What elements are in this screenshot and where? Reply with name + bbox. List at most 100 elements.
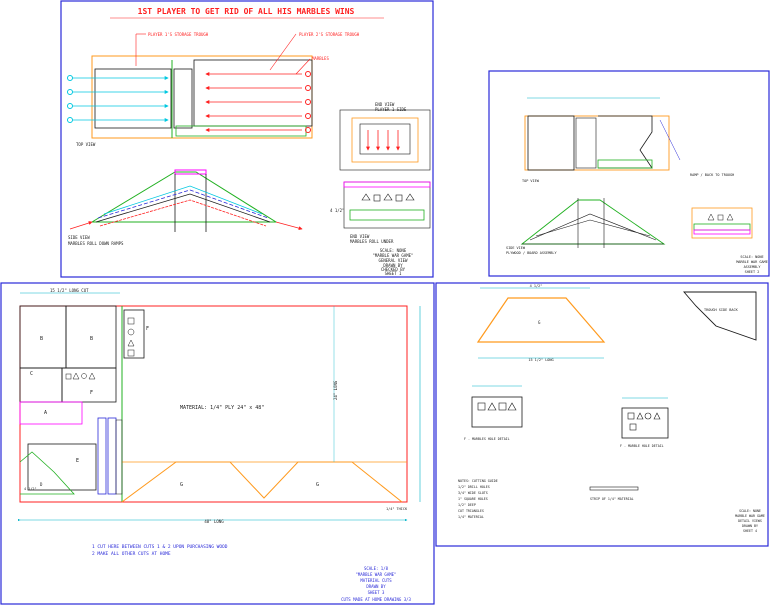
hd-r-tri-2 — [653, 412, 661, 420]
ramp-black — [95, 193, 271, 223]
label-part-g2: G — [316, 482, 319, 488]
label-part-b2: B — [90, 336, 93, 342]
s2-tri-2 — [726, 213, 734, 221]
label-end-view-b: END VIEW — [350, 234, 370, 239]
f-tri-2 — [88, 372, 96, 380]
hd-l-sq-1 — [477, 402, 486, 411]
sheet-4: 4 1/2" G 15 1/2" LONG TROUGH SIDE BACK F… — [435, 282, 769, 547]
s4-note-right: TROUGH SIDE BACK — [704, 308, 739, 312]
s2-end-cap — [693, 229, 751, 235]
tb3-line5: SHEET 3 — [368, 590, 385, 595]
s2-divider — [575, 117, 597, 169]
strip-3 — [115, 419, 123, 495]
s2-rail — [597, 159, 653, 169]
arrow-side-right — [275, 221, 303, 231]
end-view-top: END VIEW PLAYER 1 SIDE — [339, 102, 431, 171]
marble-p2-4 — [305, 113, 311, 119]
side-view-outline — [90, 171, 278, 223]
trough-side-part — [683, 291, 757, 341]
hd-r-sq — [627, 412, 635, 420]
s3-dim-right: 24" LONG — [333, 380, 338, 400]
s2-sq-1 — [717, 214, 724, 221]
tb1-line4: DRAWN BY — [383, 263, 403, 268]
marble-p2-1 — [305, 71, 311, 77]
s4-note-0: NOTES: CUTTING GUIDE — [458, 479, 498, 483]
s2-callout — [659, 119, 681, 161]
tb3-line1: SCALE: 1/8 — [364, 566, 389, 571]
callout-right: PLAYER 2'S STORAGE TROUGH — [299, 32, 360, 37]
end-sq-2 — [395, 194, 403, 202]
tb1-line1: SCALE: NONE — [380, 248, 407, 253]
s2-label-top: TOP VIEW — [522, 179, 540, 183]
end-tri-3 — [405, 193, 415, 201]
label-part-b1: B — [40, 336, 43, 342]
marble-p2-3 — [305, 99, 311, 105]
tb1-line6: SHEET 1 — [385, 271, 402, 276]
callout-left: PLAYER 1'S STORAGE TROUGH — [148, 32, 209, 37]
s4-note-6: 1/4" MATERIAL — [458, 515, 484, 519]
hd-l-sq-2 — [498, 402, 507, 411]
s3-dim-right-small: 1/4" THICK — [386, 507, 408, 511]
marble-p1-1 — [67, 75, 73, 81]
s3-dim-top: 15 1/2" LONG CUT — [50, 288, 89, 293]
tb2-line4: SHEET 2 — [745, 270, 760, 274]
hole-detail-left — [471, 396, 523, 428]
material-note: MATERIAL: 1/4" PLY 24" x 48" — [180, 405, 264, 411]
sheet-1-title-block: SCALE: NONE "MARBLE WAR GAME" GENERAL VI… — [373, 248, 414, 276]
end-view-box — [351, 117, 419, 163]
ramp-cuts — [121, 461, 403, 503]
s2-end-box — [691, 207, 753, 239]
divider-left — [173, 68, 193, 129]
caption-hole-left: F - MARBLES HOLE DETAIL — [464, 437, 510, 441]
f-tri-1 — [72, 372, 80, 380]
tb1-line5: CHECKED BY — [381, 267, 406, 272]
trough-left — [94, 68, 172, 129]
s2-note-right: RAMP / BACK TO TROUGH — [690, 173, 734, 177]
side-view: SIDE VIEW MARBLES ROLL DOWN RAMPS — [68, 169, 303, 246]
label-top-view: TOP VIEW — [76, 142, 96, 147]
s4-dim-bottom: 15 1/2" LONG — [528, 358, 553, 362]
end-sq-1 — [373, 194, 381, 202]
hole-circle-1 — [127, 328, 135, 336]
label-part-g1: G — [180, 482, 183, 488]
arrow-side-left — [69, 221, 93, 230]
tb2-line3: ASSEMBLY — [744, 265, 762, 269]
s2-label-side2: PLYWOOD / BOARD ASSEMBLY — [506, 251, 557, 255]
s3-dim-bottom: 48" LONG — [204, 519, 224, 524]
s3-cut-note: CUTS MADE AT HOME DRAWING 3/3 — [341, 597, 411, 602]
hd-r-tri-1 — [636, 412, 644, 420]
tb1-line2: "MARBLE WAR GAME" — [373, 253, 414, 258]
label-end-view-2: PLAYER 1 SIDE — [375, 107, 407, 112]
sheet-3-border — [0, 282, 435, 605]
s4-note-2: 3/4" WIDE SLOTS — [458, 491, 488, 495]
hd-r-circle — [644, 412, 652, 420]
callout-marbles: MARBLES — [312, 56, 329, 61]
end-view-b-cap — [343, 181, 431, 188]
top-view: PLAYER 1'S STORAGE TROUGH PLAYER 2'S STO… — [67, 32, 360, 147]
marble-p1-3 — [67, 103, 73, 109]
end-view-b-rail — [349, 209, 425, 221]
label-part-c: C — [30, 371, 33, 377]
hd-l-tri-1 — [487, 402, 497, 411]
label-side-view-2: MARBLES ROLL DOWN RAMPS — [68, 241, 124, 246]
caption-hole-right: F - MARBLE HOLE DETAIL — [620, 444, 664, 448]
tb1-line3: GENERAL VIEW — [379, 258, 408, 263]
end-view-inner — [359, 123, 411, 155]
sheet-2-border — [488, 70, 770, 277]
label-part-d: D — [40, 482, 43, 487]
end-view-dim: 4 1/2" — [330, 208, 344, 213]
label-end-view-b2: MARBLES ROLL UNDER — [350, 239, 394, 244]
f-sq — [65, 373, 72, 380]
marble-p1-4 — [67, 117, 73, 123]
part-f-strip — [123, 309, 145, 359]
tb3-line3: MATERIAL CUTS — [360, 578, 392, 583]
s2-ramp-1 — [529, 213, 657, 241]
tb3-line2: "MARBLE WAR GAME" — [356, 572, 397, 577]
part-e — [27, 443, 97, 491]
callout-line-marbles — [295, 58, 311, 75]
label-part-f2: F — [90, 390, 93, 396]
strip-1 — [97, 417, 107, 495]
sheet-1-title: 1ST PLAYER TO GET RID OF ALL HIS MARBLES… — [138, 7, 355, 16]
s4-mid-note: STRIP OF 1/4" MATERIAL — [590, 497, 634, 501]
